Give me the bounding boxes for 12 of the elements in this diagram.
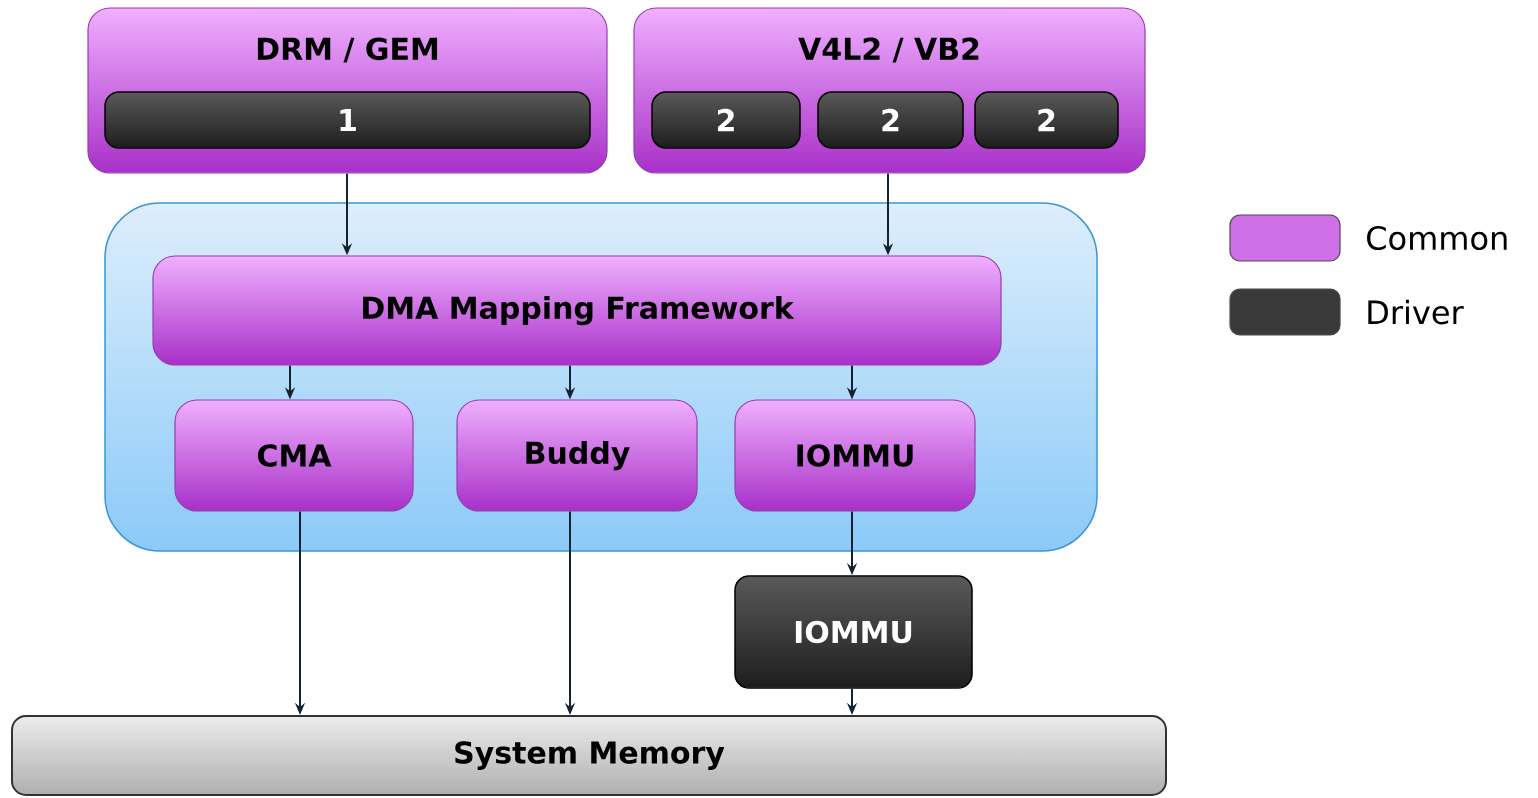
driver-box: 1 bbox=[104, 91, 591, 149]
module-box: CMA bbox=[174, 399, 414, 512]
legend-text: Common bbox=[1367, 225, 1507, 251]
module-box: DMA Mapping Framework bbox=[152, 255, 1002, 366]
memory-bar: System Memory bbox=[11, 715, 1167, 796]
driver-box: IOMMU bbox=[734, 575, 973, 689]
driver-box: 2 bbox=[817, 91, 964, 149]
legend-text: Driver bbox=[1368, 299, 1464, 325]
module-box: IOMMU bbox=[734, 399, 976, 512]
module-box: Buddy bbox=[456, 399, 698, 512]
driver-box: 2 bbox=[974, 91, 1119, 149]
driver-box: 2 bbox=[651, 91, 801, 149]
